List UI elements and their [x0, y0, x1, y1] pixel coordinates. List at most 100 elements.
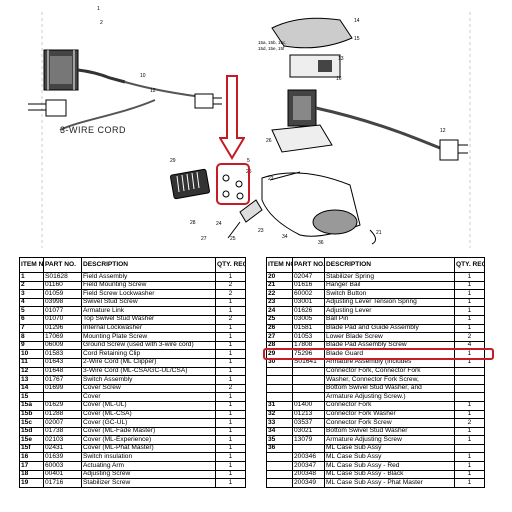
svg-text:22: 22	[268, 176, 274, 182]
cell-part: 01400	[292, 400, 325, 411]
svg-text:1: 1	[97, 6, 100, 12]
cell-part: 06009	[43, 340, 82, 351]
cell-desc: 2-Wire Cord (ML Clipper)	[81, 357, 216, 368]
svg-text:12: 12	[440, 128, 446, 134]
cell-part	[292, 366, 325, 377]
cell-qty: 2	[454, 418, 485, 428]
header-qty: QTY. REQ'D	[215, 257, 246, 273]
cell-item: 12	[19, 366, 44, 377]
cell-qty: 2	[215, 314, 246, 325]
svg-text:36: 36	[318, 240, 324, 246]
cell-item: 10	[19, 349, 44, 359]
cell-item: 11	[19, 357, 44, 368]
cell-part: 01581	[292, 323, 325, 334]
cell-desc: Stabilizer Screw	[81, 478, 216, 488]
cell-qty	[454, 392, 485, 402]
cell-part	[292, 383, 325, 394]
cell-qty: 1	[215, 340, 246, 351]
cell-qty: 1	[215, 452, 246, 463]
cell-item: 21	[266, 280, 293, 291]
cell-part: 01716	[43, 478, 82, 488]
blade-pad-screws	[222, 174, 244, 200]
cell-desc: Switch Assembly	[81, 375, 216, 385]
cell-part: 01160	[43, 280, 82, 291]
cell-qty: 1	[454, 435, 485, 445]
table-header-row: ITEM NO. PART NO. DESCRIPTION QTY. REQ'D	[266, 257, 485, 273]
cell-desc: Bottom Swivel Stud Washer, and	[324, 383, 455, 394]
cell-item	[266, 375, 293, 385]
blade-set	[170, 168, 210, 200]
three-wire-cord	[59, 99, 156, 131]
cell-qty: 1	[454, 452, 485, 463]
cell-item: 26	[266, 323, 293, 334]
cell-qty	[454, 383, 485, 394]
cell-desc: Cover (ML-Experience)	[81, 435, 216, 445]
header-item: ITEM NO.	[266, 257, 293, 273]
cell-part: 02007	[43, 418, 82, 428]
cell-part: 02047	[292, 272, 325, 282]
cell-desc: Top Swivel Stud Washer	[81, 314, 216, 325]
svg-text:23: 23	[258, 228, 264, 234]
svg-text:14: 14	[354, 18, 360, 24]
svg-text:13: 13	[338, 56, 344, 62]
cell-item	[266, 392, 293, 402]
cell-item: 16	[19, 452, 44, 463]
cell-item: 33	[266, 418, 293, 428]
svg-text:34: 34	[282, 234, 288, 240]
cell-part	[292, 392, 325, 402]
svg-text:12: 12	[150, 88, 156, 94]
cell-item: 13	[19, 375, 44, 385]
cell-qty: 1	[215, 426, 246, 437]
header-qty: QTY. REQ'D	[454, 257, 485, 273]
cell-desc: ML Case Sub Assy - Phat Master	[324, 478, 455, 488]
cell-item: 14	[19, 383, 44, 394]
cell-item: 15b	[19, 409, 44, 420]
cell-qty: 1	[215, 332, 246, 342]
cell-desc: Cover (ML-UL)	[81, 400, 216, 411]
svg-text:10: 10	[140, 73, 146, 79]
cell-desc: Connector Fork, Connector Fork	[324, 366, 455, 377]
table-row: Connector Fork, Connector Fork	[266, 366, 485, 377]
table-row: Washer, Connector Fork Screw,	[266, 375, 485, 385]
cell-part: 03998	[43, 297, 82, 308]
cell-item	[266, 461, 293, 471]
svg-text:24: 24	[216, 221, 222, 227]
cell-part: 01626	[292, 306, 325, 316]
plug-top	[194, 93, 222, 109]
svg-text:2: 2	[100, 20, 103, 26]
cell-desc: Hanger Bail	[324, 280, 455, 291]
field-coil-middle	[287, 89, 317, 127]
adjusting-lever	[227, 199, 263, 239]
cell-item: 20	[266, 272, 293, 282]
cell-item: 25	[266, 314, 293, 325]
parts-table-right: ITEM NO. PART NO. DESCRIPTION QTY. REQ'D…	[266, 257, 485, 488]
cell-part	[292, 443, 325, 454]
cell-qty: 1	[454, 297, 485, 308]
cell-qty: 1	[215, 272, 246, 282]
cell-item: 15e	[19, 435, 44, 445]
cell-desc: Bottom Swivel Stud Washer	[324, 426, 455, 437]
cell-part: 01699	[43, 383, 82, 394]
cell-part: 01288	[43, 409, 82, 420]
cell-desc: Blade Pad and Guide Assembly	[324, 323, 455, 334]
cell-desc: Cover (ML-CSA)	[81, 409, 216, 420]
field-coil-top	[43, 49, 79, 91]
cell-qty: 1	[454, 323, 485, 334]
cell-qty: 2	[215, 289, 246, 299]
cell-part: 03537	[292, 418, 325, 428]
cell-desc: Cord Retaining Clip	[81, 349, 216, 359]
cell-desc: Field Assembly	[81, 272, 216, 282]
clipper-case	[261, 171, 361, 237]
cord-right	[315, 106, 441, 150]
svg-text:25: 25	[230, 236, 236, 242]
cell-qty: 1	[454, 461, 485, 471]
header-part: PART NO.	[43, 257, 82, 273]
